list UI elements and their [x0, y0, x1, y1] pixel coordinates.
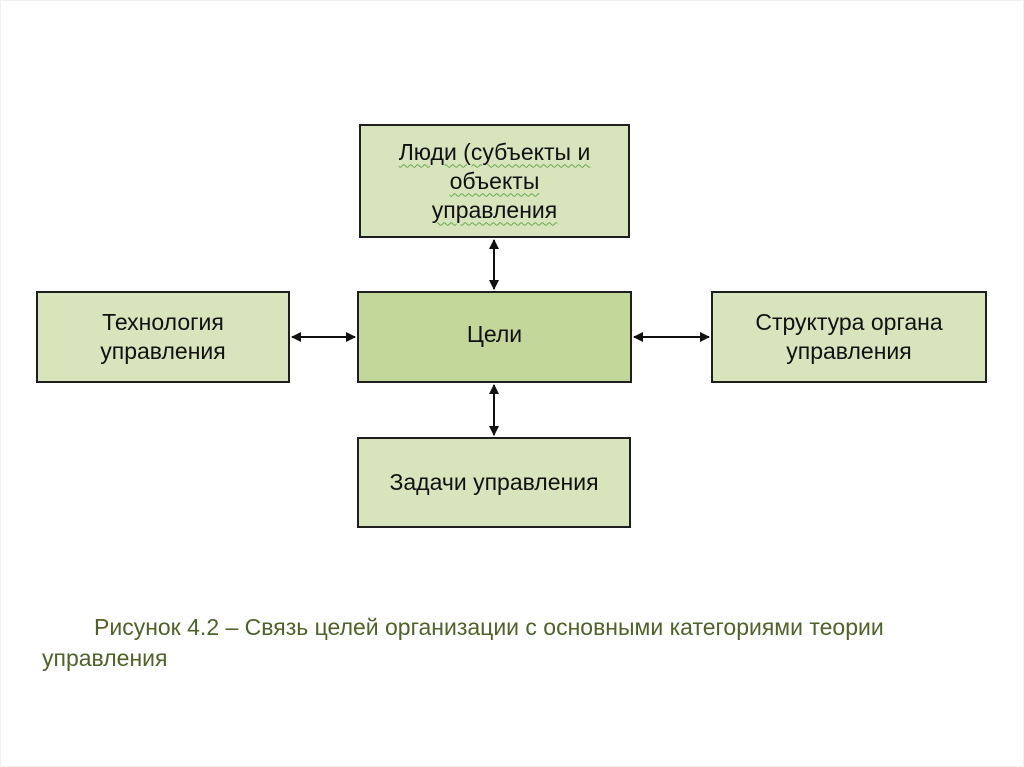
node-technology: Технология управления	[36, 291, 290, 383]
figure-caption: Рисунок 4.2 – Связь целей организации с …	[42, 612, 992, 674]
caption-line1: Рисунок 4.2 – Связь целей организации с …	[94, 614, 884, 640]
node-people-line3: управления	[431, 196, 558, 223]
node-tasks-label: Задачи управления	[389, 469, 599, 495]
node-goals: Цели	[357, 291, 632, 383]
node-goals-label: Цели	[466, 320, 523, 347]
node-structure: Структура органа управления	[711, 291, 987, 383]
node-technology-line2: управления	[100, 338, 226, 364]
node-people-line2: объекты	[449, 167, 540, 194]
node-structure-line1: Структура органа	[755, 309, 943, 335]
node-structure-line2: управления	[786, 338, 912, 364]
node-people-line1: Люди (субъекты и	[398, 138, 591, 165]
node-tasks: Задачи управления	[357, 437, 631, 528]
node-technology-line1: Технология	[102, 309, 224, 335]
node-people: Люди (субъекты и объекты управления	[359, 124, 630, 238]
caption-line2: управления	[42, 645, 168, 671]
